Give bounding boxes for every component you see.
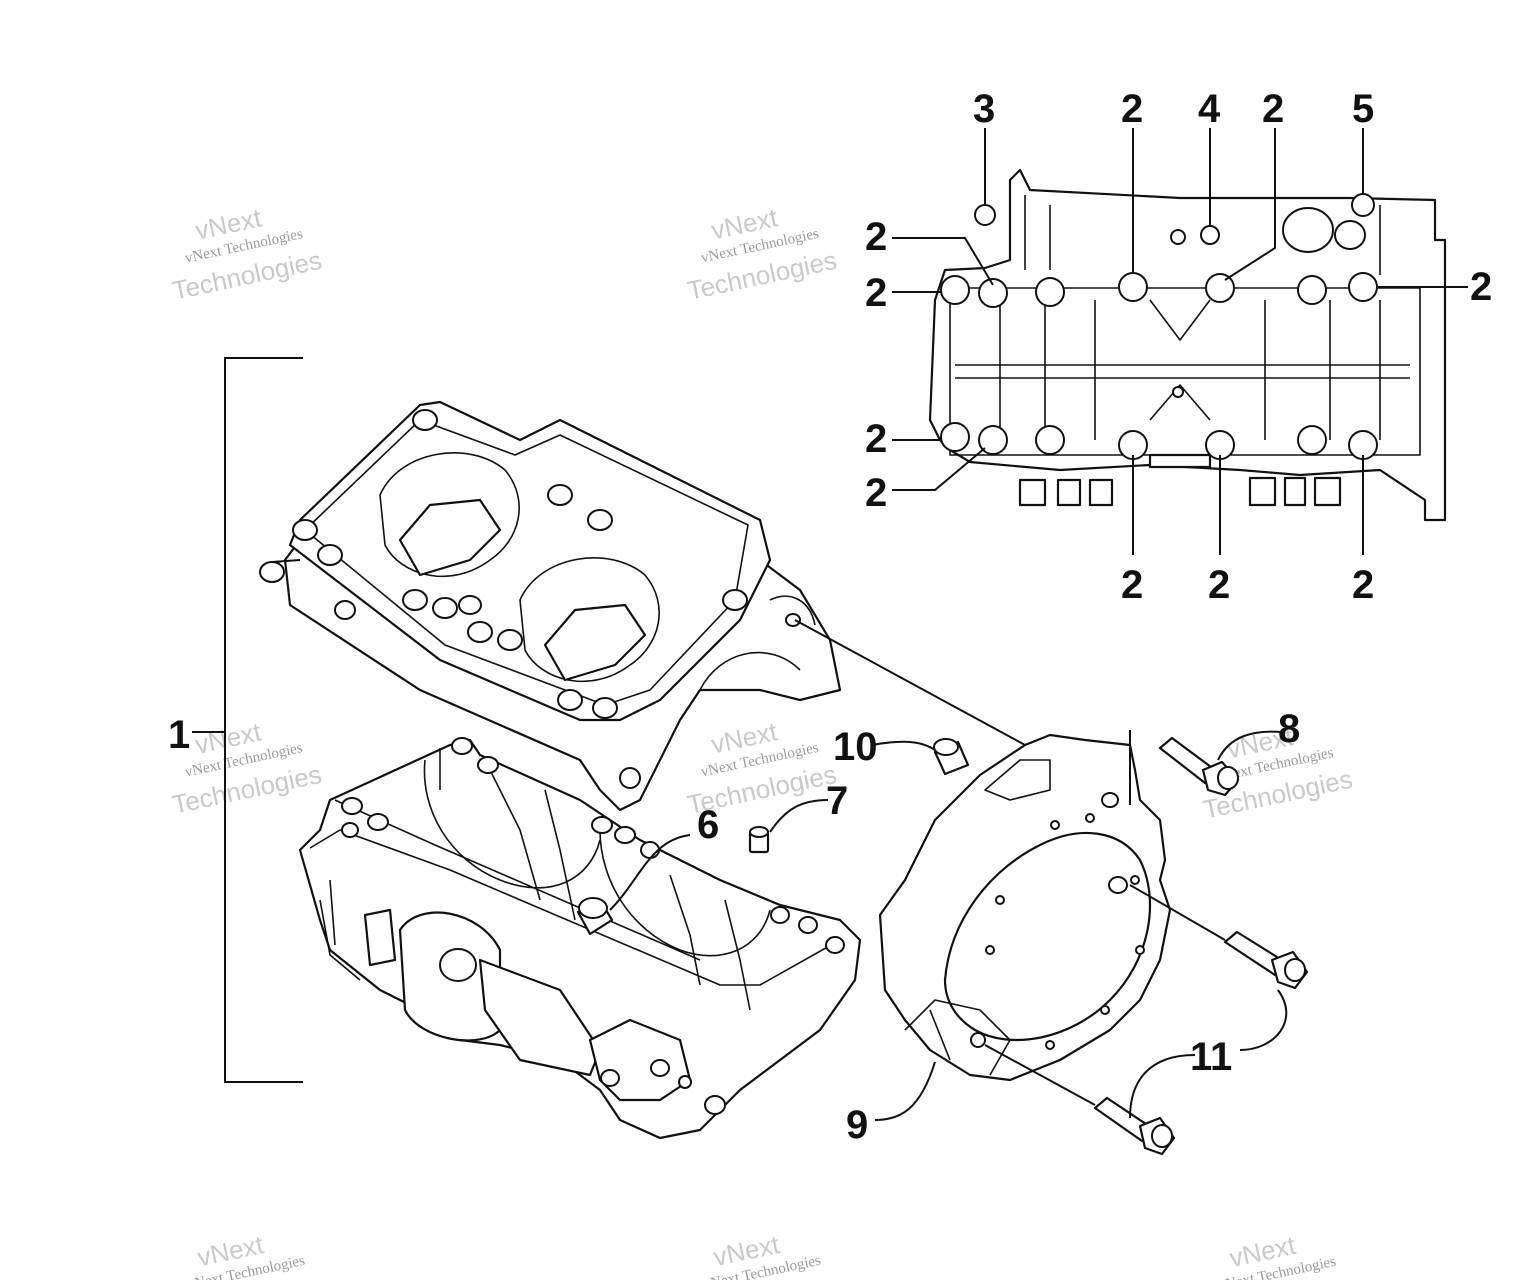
callout-5: 5 [1352, 87, 1374, 131]
bolt-8 [1158, 730, 1283, 797]
callout-7: 7 [826, 779, 848, 823]
callout-2: 2 [865, 471, 887, 515]
watermark-bottom-center: vNext vNext Technologies [702, 1229, 823, 1280]
top-view-bolt-holes [940, 193, 1378, 460]
callout-6: 6 [697, 803, 719, 847]
callout-3: 3 [973, 87, 995, 131]
callout-2: 2 [865, 215, 887, 259]
watermark-bottom-left: vNext vNext Technologies [186, 1229, 307, 1280]
callout-2: 2 [865, 271, 887, 315]
dowel-pin-6 [576, 834, 691, 936]
callout-10: 10 [833, 725, 878, 769]
callout-2: 2 [1121, 87, 1143, 131]
callout-9: 9 [846, 1103, 868, 1147]
callout-8: 8 [1278, 707, 1300, 751]
watermark-bottom-right: vNext vNext Technologies [1217, 1230, 1338, 1280]
callouts: 1 3 2 4 2 5 2 2 2 2 2 2 2 2 6 7 8 9 10 1… [168, 87, 1492, 1147]
crankcase-top-view [892, 128, 1468, 555]
callout-2: 2 [1352, 563, 1374, 607]
callout-2: 2 [1208, 563, 1230, 607]
top-view-leaders [892, 128, 1468, 555]
bushing-10 [871, 738, 970, 776]
callout-2: 2 [1121, 563, 1143, 607]
assembly-bracket [192, 357, 303, 1083]
lower-crankcase-half [298, 737, 862, 1140]
callout-2: 2 [1470, 265, 1492, 309]
watermark-top-center: vNext vNext Technologies Technologies [685, 202, 840, 306]
callout-11: 11 [1190, 1035, 1232, 1079]
dowel-pin-7 [748, 799, 829, 854]
callout-2: 2 [1262, 87, 1284, 131]
upper-crankcase-half [259, 400, 842, 812]
callout-1: 1 [168, 713, 190, 757]
watermark-top-left: vNext vNext Technologies Technologies [170, 202, 325, 305]
bolt-11-upper [1129, 884, 1309, 1051]
callout-2: 2 [865, 417, 887, 461]
callout-4: 4 [1198, 87, 1221, 131]
bolt-11-lower [984, 1044, 1196, 1156]
casing-cover [794, 619, 1172, 1121]
